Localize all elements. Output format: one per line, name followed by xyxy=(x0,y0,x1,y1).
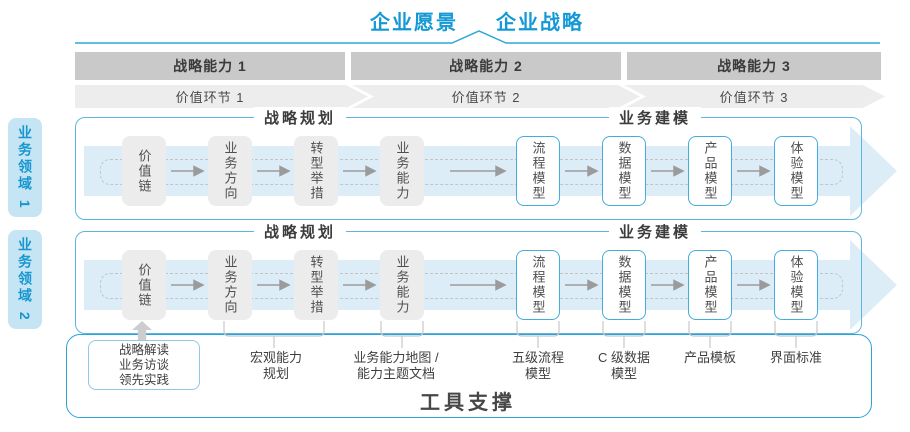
flow-box-process-model: 流程模型 xyxy=(516,250,560,320)
annotation-line: 界面标准 xyxy=(769,350,822,365)
inputs-line-3: 领先实践 xyxy=(118,372,169,387)
strategic-capability-1-label: 战略能力 1 xyxy=(173,58,247,74)
value-link-2-label: 价值环节 2 xyxy=(451,90,521,105)
section-header-strategic-planning: 战略规划 xyxy=(253,221,347,242)
section-header-strategic-planning: 战略规划 xyxy=(253,107,347,128)
tool-support-label: 工具支撑 xyxy=(420,392,516,414)
flow-box-value-chain: 价值链 xyxy=(122,250,166,320)
flow-box-business-direction: 业务方向 xyxy=(208,136,252,206)
dashed-flow-track xyxy=(100,273,843,299)
inputs-line-2: 业务访谈 xyxy=(118,357,169,372)
value-link-band-3 xyxy=(624,85,885,108)
business-domain-2-row: 战略规划 业务建模 价值链 业务方向 转型举措 业务能力 流程模型 数据模型 产… xyxy=(75,221,897,334)
annotation-five-level-process-model: 五级流程 模型 xyxy=(468,350,608,382)
strategic-capability-3-label: 战略能力 3 xyxy=(717,58,791,74)
annotation-line: 规划 xyxy=(262,366,289,381)
flow-box-data-model: 数据模型 xyxy=(602,136,646,206)
strategic-capability-2: 战略能力 2 xyxy=(351,52,621,80)
business-domain-1-row: 战略规划 业务建模 价值链 业务方向 转型举措 业务能力 流程模型 数据模型 产… xyxy=(75,107,897,220)
flow-box-value-chain: 价值链 xyxy=(122,136,166,206)
flow-box-product-model: 产品模型 xyxy=(688,250,732,320)
section-header-business-modeling: 业务建模 xyxy=(608,107,702,128)
business-domain-2-tag: 业务领域 2 xyxy=(8,230,42,329)
value-link-band-2 xyxy=(352,85,640,108)
flow-box-process-model: 流程模型 xyxy=(516,136,560,206)
strategy-inputs-box: 战略解读 业务访谈 领先实践 xyxy=(88,340,200,390)
annotation-c-level-data-model: C 级数据 模型 xyxy=(554,350,694,382)
flow-box-transformation-initiatives: 转型举措 xyxy=(294,136,338,206)
business-domain-1-tag: 业务领域 1 xyxy=(8,118,42,217)
value-link-band-1 xyxy=(75,85,368,108)
annotation-line: 宏观能力 xyxy=(249,350,302,365)
row-2-border xyxy=(75,231,862,334)
strategic-capability-3: 战略能力 3 xyxy=(627,52,881,80)
value-link-1-label: 价值环节 1 xyxy=(175,90,245,105)
flow-box-data-model: 数据模型 xyxy=(602,250,646,320)
tool-support-container xyxy=(66,334,872,418)
value-link-3-label: 价值环节 3 xyxy=(719,90,789,105)
flow-box-transformation-initiatives: 转型举措 xyxy=(294,250,338,320)
annotation-line: C 级数据 xyxy=(597,350,650,365)
annotation-product-template: 产品模板 xyxy=(640,350,780,366)
flow-box-experience-model: 体验模型 xyxy=(774,136,818,206)
annotation-line: 能力主题文档 xyxy=(356,366,435,381)
dashed-flow-track xyxy=(100,159,843,185)
flow-box-business-capability: 业务能力 xyxy=(380,136,424,206)
section-header-business-modeling: 业务建模 xyxy=(608,221,702,242)
inputs-line-1: 战略解读 xyxy=(118,342,169,357)
annotation-line: 产品模板 xyxy=(683,350,736,365)
row-1-border xyxy=(75,117,862,220)
annotation-line: 业务能力地图 / xyxy=(353,350,439,365)
annotation-line: 模型 xyxy=(524,366,551,381)
title-vision: 企业愿景 xyxy=(370,12,458,34)
strategic-capability-2-label: 战略能力 2 xyxy=(449,58,523,74)
flow-box-product-model: 产品模型 xyxy=(688,136,732,206)
annotation-line: 模型 xyxy=(610,366,637,381)
flow-box-business-capability: 业务能力 xyxy=(380,250,424,320)
annotation-macro-capability-planning: 宏观能力 规划 xyxy=(206,350,346,382)
annotation-ui-standard: 界面标准 xyxy=(726,350,866,366)
flow-box-experience-model: 体验模型 xyxy=(774,250,818,320)
title-strategy: 企业战略 xyxy=(496,12,584,34)
annotation-line: 五级流程 xyxy=(511,350,564,365)
annotation-capability-map-docs: 业务能力地图 / 能力主题文档 xyxy=(326,350,466,382)
flow-box-business-direction: 业务方向 xyxy=(208,250,252,320)
strategic-capability-1: 战略能力 1 xyxy=(75,52,345,80)
page-title: 企业愿景 企业战略 xyxy=(44,6,910,35)
